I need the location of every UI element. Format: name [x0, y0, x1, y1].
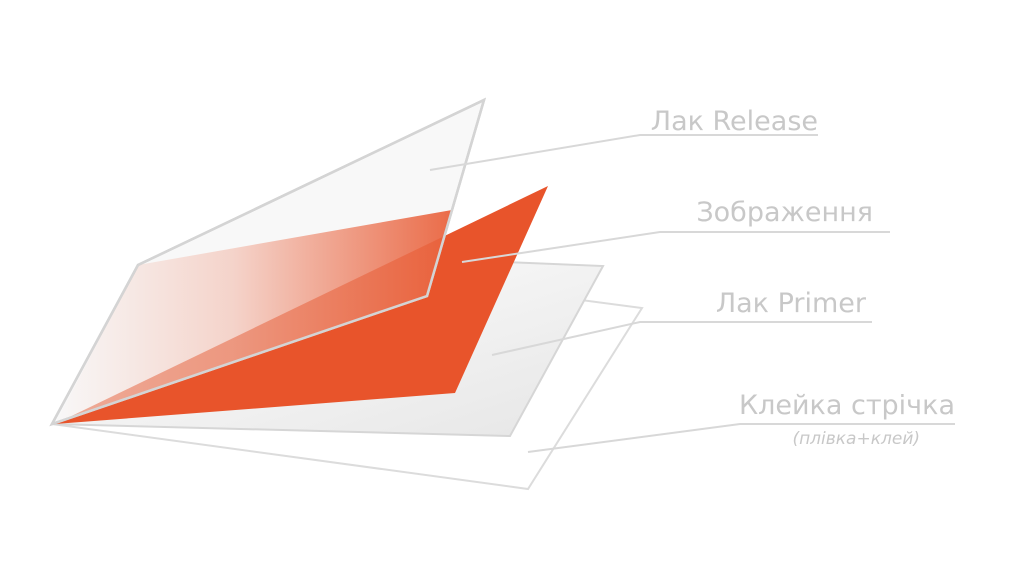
label-image: Зображення: [696, 197, 873, 228]
label-primer: Лак Primer: [716, 288, 867, 319]
leader-line-primer: [491, 321, 872, 356]
leader-lines: [429, 134, 955, 453]
leader-line-release: [429, 134, 818, 171]
label-adhesive: Клейка стрічка: [739, 390, 955, 421]
release-varnish-layer: [49, 97, 486, 427]
leader-line-adhesive: [527, 423, 955, 453]
leader-line-image: [461, 231, 890, 263]
label-release: Лак Release: [651, 106, 818, 137]
sublabel-adhesive: (плівка+клей): [792, 429, 920, 449]
layer-labels: Лак Release Зображення Лак Primer Клейка…: [651, 106, 955, 449]
